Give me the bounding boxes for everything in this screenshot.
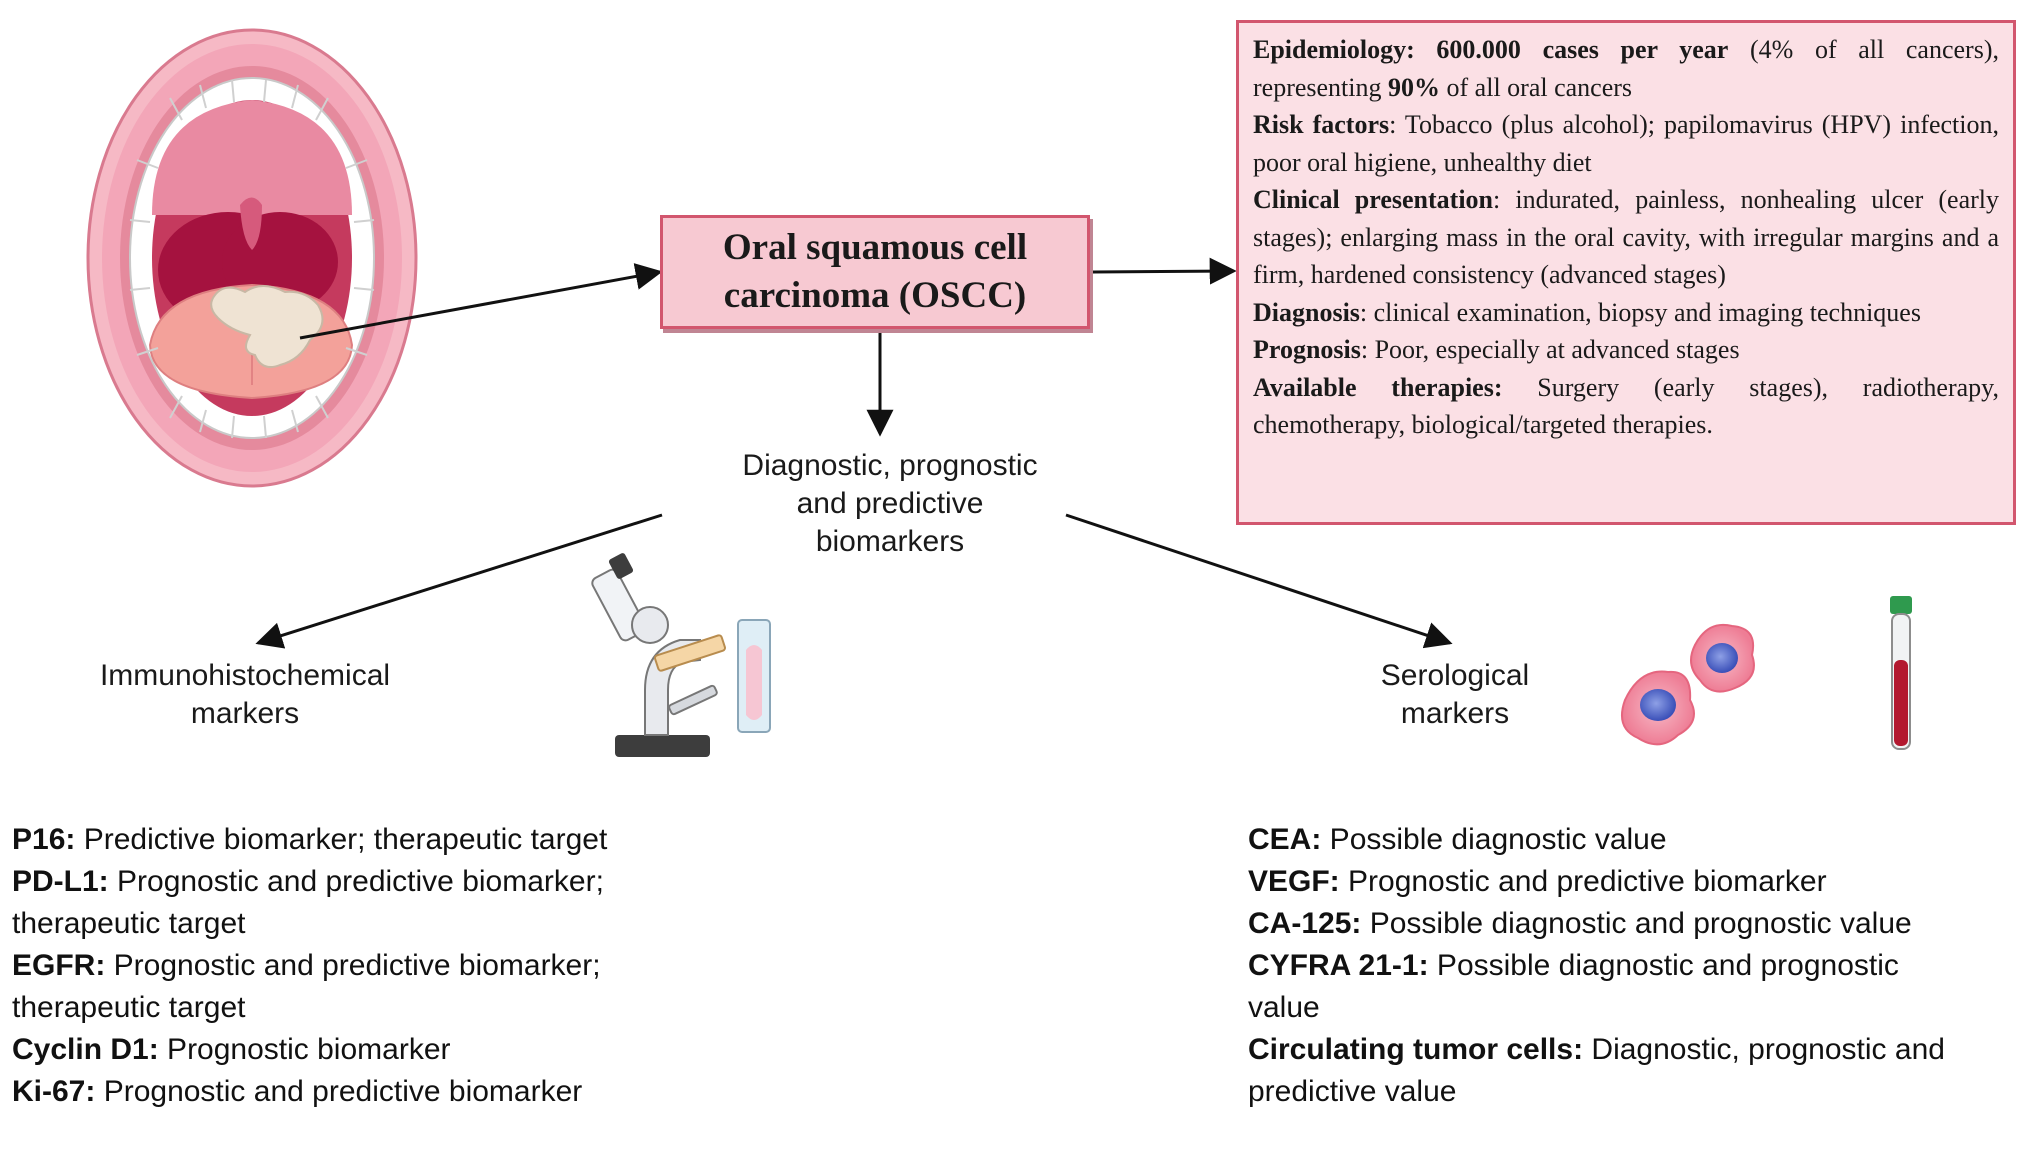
- info-clinical-presentation: Clinical presentation: indurated, painle…: [1253, 181, 1999, 294]
- info-text: : Poor, especially at advanced stages: [1360, 335, 1740, 364]
- category-label-line: Immunohistochemical: [99, 659, 391, 692]
- info-text: Surgery (early stages), radiotherapy, ch…: [1253, 372, 1999, 440]
- category-label-line: markers: [190, 697, 300, 730]
- marker-name: Circulating tumor cells:: [1248, 1033, 1584, 1066]
- marker-name: P16:: [12, 823, 76, 856]
- serological-marker-item: CA-125: Possible diagnostic and prognost…: [1248, 903, 1968, 945]
- blood-tube-icon: [1890, 596, 1912, 750]
- ihc-marker-item: P16: Predictive biomarker; therapeutic t…: [12, 819, 712, 861]
- marker-desc: Prognostic biomarker: [158, 1033, 451, 1066]
- category-label-line: Serological: [1380, 659, 1530, 692]
- serological-markers-label: Serological markers: [1330, 657, 1580, 733]
- circulating-cell-icon: [1690, 623, 1755, 693]
- info-text: (4% of all cancers), representing: [1253, 35, 1999, 102]
- info-label: Available therapies:: [1253, 372, 1503, 402]
- oscc-title-line-1: Oral squamous cell: [722, 227, 1028, 268]
- marker-desc: Prognostic and predictive biomarker; the…: [12, 949, 601, 1024]
- marker-desc: Diagnostic, prognostic and predictive va…: [1248, 1033, 1945, 1108]
- info-label: Clinical presentation: [1253, 185, 1493, 214]
- arrow-title-to-info: [1092, 257, 1237, 285]
- info-label: Prognosis: [1253, 335, 1361, 364]
- marker-name: CEA:: [1248, 823, 1322, 856]
- biomarkers-label-line: biomarkers: [815, 525, 965, 558]
- info-text: : clinical examination, biopsy and imagi…: [1359, 297, 1921, 327]
- arrows: [255, 257, 1453, 649]
- marker-name: CYFRA 21-1:: [1248, 949, 1429, 982]
- info-prognosis: Prognosis: Poor, especially at advanced …: [1253, 331, 1999, 369]
- marker-desc: Possible diagnostic value: [1321, 823, 1667, 856]
- marker-desc: Possible diagnostic and prognostic value: [1361, 907, 1912, 940]
- slide-icon: [737, 619, 771, 733]
- arrow-biomarkers-to-serological: [1065, 513, 1453, 649]
- serological-marker-item: CYFRA 21-1: Possible diagnostic and prog…: [1248, 945, 1968, 1029]
- marker-name: EGFR:: [12, 949, 106, 982]
- marker-name: Ki-67:: [12, 1075, 96, 1108]
- ihc-marker-item: EGFR: Prognostic and predictive biomarke…: [12, 945, 712, 1029]
- marker-name: VEGF:: [1248, 865, 1340, 898]
- info-diagnosis: Diagnosis: clinical examination, biopsy …: [1253, 294, 1999, 332]
- info-label: Risk factors: [1253, 110, 1390, 139]
- biomarkers-label: Diagnostic, prognostic and predictive bi…: [690, 447, 1090, 561]
- biomarkers-label-line: Diagnostic, prognostic: [742, 449, 1038, 482]
- category-label-line: markers: [1400, 697, 1510, 730]
- oscc-info-box: Epidemiology: 600.000 cases per year (4%…: [1236, 20, 2016, 525]
- biomarkers-label-line: and predictive: [796, 487, 984, 520]
- serological-marker-item: Circulating tumor cells: Diagnostic, pro…: [1248, 1029, 1968, 1113]
- marker-name: CA-125:: [1248, 907, 1362, 940]
- info-bold: 90%: [1388, 72, 1441, 102]
- marker-desc: Prognostic and predictive biomarker: [1339, 865, 1827, 898]
- circulating-cell-icon: [1621, 670, 1695, 746]
- info-text: : Tobacco (plus alcohol); papilomavirus …: [1253, 110, 2000, 177]
- oscc-title-box: Oral squamous cell carcinoma (OSCC): [660, 215, 1090, 329]
- marker-name: PD-L1:: [12, 865, 109, 898]
- ihc-marker-list: P16: Predictive biomarker; therapeutic t…: [12, 819, 712, 1113]
- marker-desc: Predictive biomarker; therapeutic target: [75, 823, 608, 856]
- info-risk-factors: Risk factors: Tobacco (plus alcohol); pa…: [1253, 106, 1999, 181]
- microscope-icon: [591, 553, 726, 757]
- ihc-marker-item: Cyclin D1: Prognostic biomarker: [12, 1029, 712, 1071]
- marker-desc: Prognostic and predictive biomarker; the…: [12, 865, 604, 940]
- marker-desc: Possible diagnostic and prognostic value: [1248, 949, 1899, 1024]
- marker-desc: Prognostic and predictive biomarker: [95, 1075, 583, 1108]
- serological-marker-item: VEGF: Prognostic and predictive biomarke…: [1248, 861, 1968, 903]
- info-available-therapies: Available therapies: Surgery (early stag…: [1253, 369, 1999, 444]
- info-label: Epidemiology: 600.000 cases per year: [1253, 35, 1729, 64]
- arrow-mouth-to-title: [299, 263, 663, 340]
- ihc-marker-item: PD-L1: Prognostic and predictive biomark…: [12, 861, 712, 945]
- ihc-marker-item: Ki-67: Prognostic and predictive biomark…: [12, 1071, 712, 1113]
- info-label: Diagnosis: [1253, 297, 1360, 327]
- immunohistochemical-markers-label: Immunohistochemical markers: [60, 657, 430, 733]
- marker-name: Cyclin D1:: [12, 1033, 159, 1066]
- serological-marker-item: CEA: Possible diagnostic value: [1248, 819, 1968, 861]
- serological-marker-list: CEA: Possible diagnostic value VEGF: Pro…: [1248, 819, 1968, 1113]
- info-text: : indurated, painless, nonhealing ulcer …: [1253, 185, 1999, 289]
- open-mouth-illustration: [86, 28, 418, 488]
- info-epidemiology: Epidemiology: 600.000 cases per year (4%…: [1253, 31, 1999, 106]
- info-text: of all oral cancers: [1440, 72, 1633, 102]
- arrow-biomarkers-to-ihc: [255, 513, 663, 649]
- oscc-title-line-2: carcinoma (OSCC): [723, 275, 1027, 316]
